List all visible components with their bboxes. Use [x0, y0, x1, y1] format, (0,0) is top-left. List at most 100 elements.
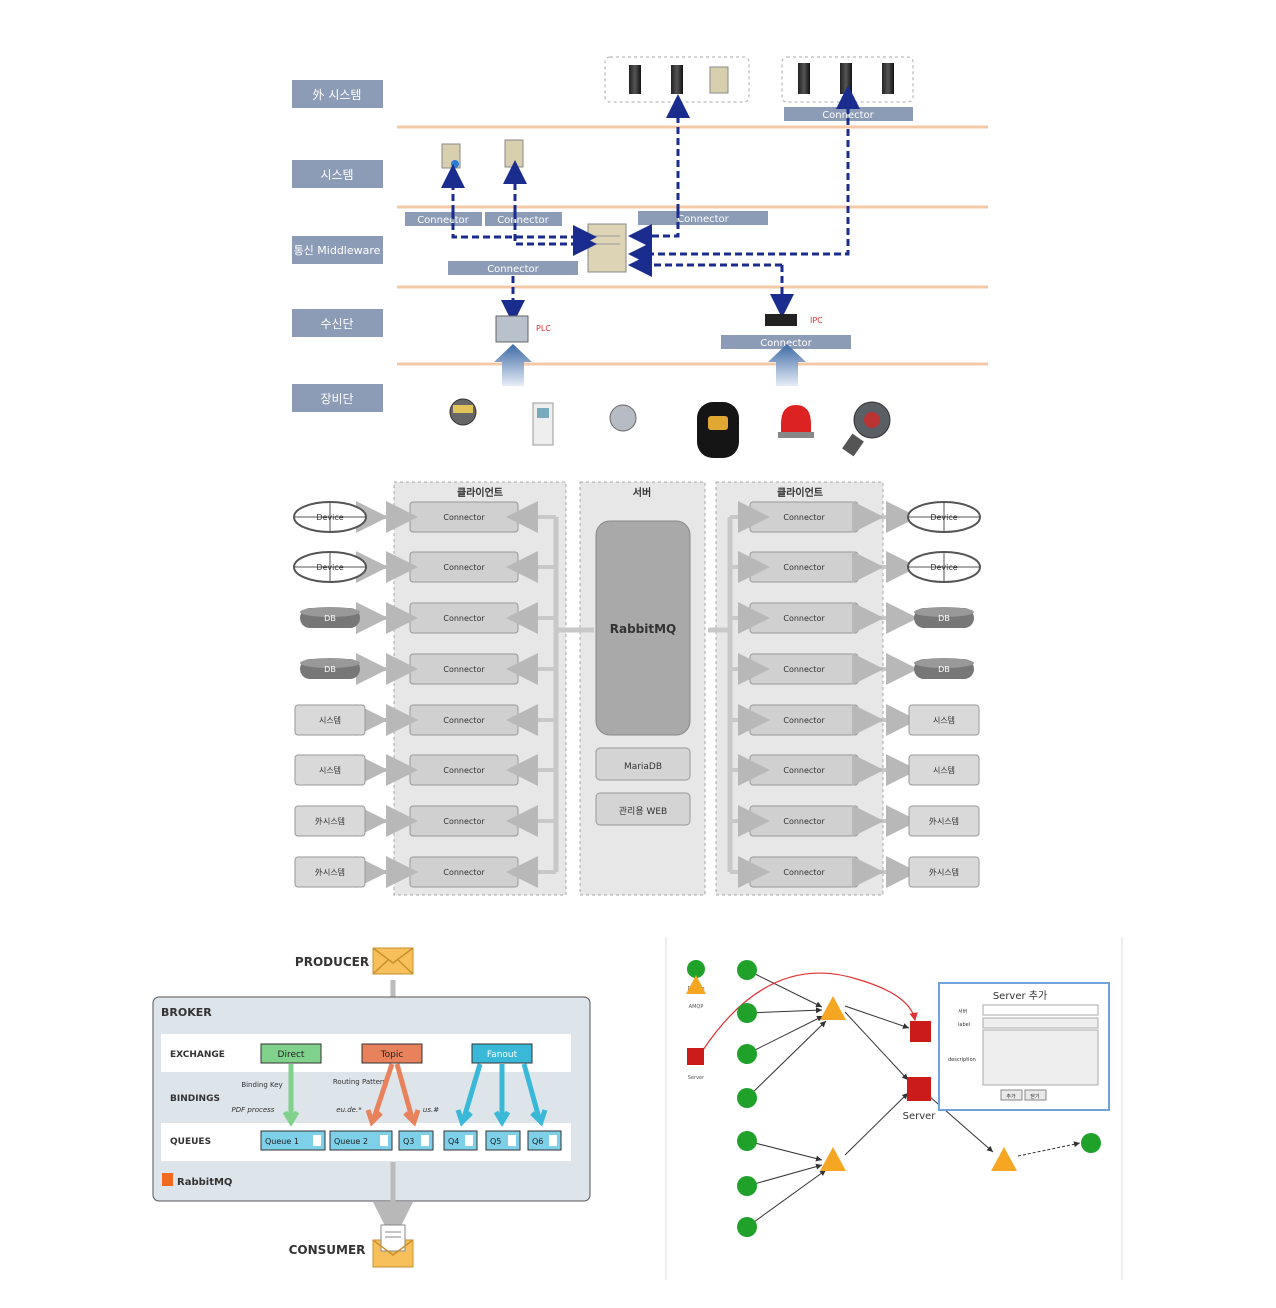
svg-text:Q3: Q3 — [403, 1137, 414, 1146]
svg-text:Connector: Connector — [443, 868, 485, 877]
amqp-node — [820, 1147, 846, 1171]
broker-label: BROKER — [161, 1006, 212, 1019]
legend-triangle — [686, 975, 706, 994]
endpoint-device: Device — [907, 551, 981, 583]
endpoint-db: DB — [300, 658, 360, 679]
svg-text:Q4: Q4 — [448, 1137, 459, 1146]
topic-key-2: us.# — [423, 1106, 439, 1114]
description-textarea[interactable] — [982, 1029, 1099, 1086]
svg-text:Connector: Connector — [783, 817, 825, 826]
svg-text:Topic: Topic — [380, 1050, 404, 1060]
svg-text:外시스템: 外시스템 — [315, 816, 345, 826]
endpoint-system: 시스템 — [908, 754, 980, 786]
svg-text:Queue 1: Queue 1 — [265, 1137, 299, 1146]
producer-label: PRODUCER — [295, 955, 369, 969]
svg-text:시스템: 시스템 — [933, 765, 955, 775]
layer-label-equipment: 장비단 — [292, 384, 383, 412]
connector-box: Connector — [409, 602, 519, 634]
layer-label-middleware: 통신 Middleware — [292, 236, 383, 264]
svg-text:Connector: Connector — [783, 665, 825, 674]
svg-text:장비단: 장비단 — [320, 392, 353, 406]
rack-server-icon — [882, 63, 894, 94]
svg-text:시스템: 시스템 — [319, 765, 341, 775]
web-box — [595, 792, 691, 826]
device-node — [737, 1176, 757, 1196]
routing-pattern-label: Routing Pattern — [333, 1078, 387, 1086]
upload-arrow — [494, 344, 532, 386]
svg-text:수신단: 수신단 — [320, 317, 353, 331]
rabbitmq-brand: RabbitMQ — [162, 1173, 232, 1188]
svg-text:Q5: Q5 — [490, 1137, 501, 1146]
dialog-title: Server 추가 — [993, 990, 1047, 1002]
connector-box: Connector — [749, 704, 859, 736]
svg-text:Fanout: Fanout — [487, 1050, 518, 1060]
endpoint-system: 外시스템 — [294, 856, 366, 888]
endpoint-db: DB — [914, 658, 974, 679]
rabbitmq-logo-icon — [162, 1173, 173, 1186]
exchange-topic: Topic — [361, 1043, 423, 1064]
trunk-lines — [553, 517, 733, 872]
endpoint-device: Device — [293, 551, 367, 583]
queue-icon — [549, 1135, 557, 1146]
rack-server-icon — [629, 65, 641, 94]
rabbitmq-label: RabbitMQ — [610, 622, 677, 636]
device-node — [737, 1003, 757, 1023]
svg-text:Connector: Connector — [783, 513, 825, 522]
device-node — [1081, 1133, 1101, 1153]
svg-text:Q6: Q6 — [532, 1137, 543, 1146]
svg-text:RabbitMQ: RabbitMQ — [177, 1177, 232, 1188]
dialog-field-label: label — [958, 1022, 970, 1028]
svg-text:Connector: Connector — [417, 215, 469, 226]
connector-bar: Connector — [721, 335, 851, 349]
consumer-label: CONSUMER — [289, 1243, 366, 1257]
svg-text:外시스템: 外시스템 — [315, 867, 345, 877]
connector-box: Connector — [749, 805, 859, 837]
left-client-title: 클라이언트 — [457, 486, 503, 499]
endpoint-system: 시스템 — [294, 754, 366, 786]
external-server-group-2 — [781, 56, 914, 103]
legend-circle — [687, 960, 705, 978]
layer-label-system: 시스템 — [292, 160, 383, 188]
svg-text:外시스템: 外시스템 — [929, 867, 959, 877]
sensor-icon — [609, 404, 637, 432]
rack-server-icon — [840, 63, 852, 94]
upload-arrow — [768, 344, 806, 386]
queue-box: Q5 — [485, 1130, 521, 1151]
queue-icon — [508, 1135, 516, 1146]
topic-key-1: eu.de.* — [336, 1106, 362, 1114]
svg-text:Connector: Connector — [783, 766, 825, 775]
close-button[interactable]: 닫기 — [1024, 1089, 1047, 1101]
connector-bar: Connector — [485, 212, 562, 226]
svg-text:Device: Device — [316, 563, 343, 572]
rabbitmq-panel: PRODUCER BROKER EXCHANGE BINDINGS QUEUES… — [152, 947, 591, 1268]
server-node-label: Server — [903, 1111, 937, 1122]
rabbitmq-box — [595, 520, 691, 736]
graph-edges — [746, 969, 1081, 1228]
svg-text:Device: Device — [930, 513, 957, 522]
bindings-label: BINDINGS — [170, 1094, 220, 1104]
server-add-dialog: Server 추가 서버 label description 추가 닫기 — [938, 982, 1110, 1111]
endpoint-system: 시스템 — [294, 704, 366, 736]
connector-box: Connector — [749, 856, 859, 888]
svg-text:DB: DB — [938, 614, 950, 623]
detector-label-plate — [453, 405, 473, 413]
endpoint-system: 外시스템 — [908, 805, 980, 837]
connector-box: Connector — [409, 501, 519, 533]
svg-text:外시스템: 外시스템 — [929, 816, 959, 826]
label-input[interactable] — [982, 1017, 1099, 1029]
detector-lens — [864, 412, 880, 428]
connector-bar: Connector — [405, 212, 482, 226]
svg-text:DB: DB — [324, 665, 336, 674]
add-button[interactable]: 추가 — [1000, 1089, 1023, 1101]
server-select[interactable] — [982, 1004, 1099, 1016]
dialog-field-label: description — [948, 1057, 976, 1063]
queues-label: QUEUES — [170, 1137, 211, 1147]
plc-label: PLC — [536, 324, 551, 333]
svg-text:DB: DB — [938, 665, 950, 674]
mariadb-box — [595, 747, 691, 781]
svg-text:시스템: 시스템 — [933, 715, 955, 725]
detector-mount — [842, 433, 864, 457]
exchange-direct: Direct — [260, 1043, 322, 1064]
architecture-panel: 外 시스템 시스템 통신 Middleware 수신단 장비단 — [292, 56, 988, 458]
